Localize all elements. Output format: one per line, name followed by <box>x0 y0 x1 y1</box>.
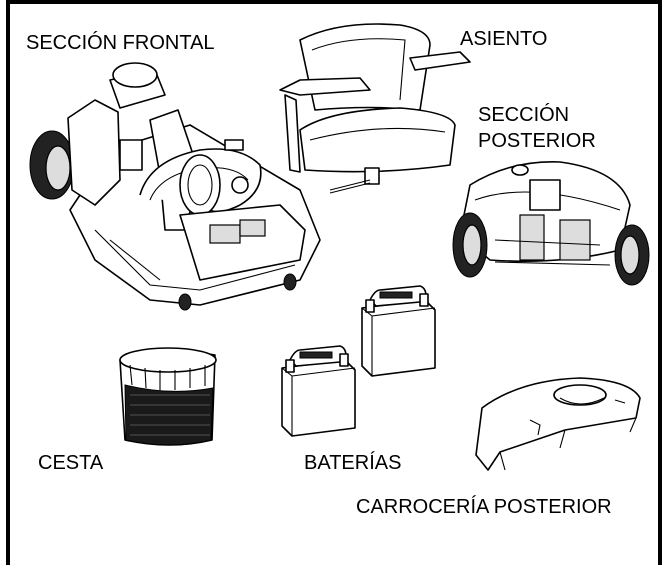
front-section-illustration <box>29 62 321 311</box>
label-rear-shroud: CARROCERÍA POSTERIOR <box>356 496 612 518</box>
label-rear-section-line2: POSTERIOR <box>478 130 596 152</box>
battery-right-illustration <box>361 285 436 377</box>
seat-illustration <box>279 23 471 194</box>
rear-shroud-illustration <box>475 377 641 471</box>
basket-illustration <box>119 347 217 446</box>
label-batteries: BATERÍAS <box>304 452 402 474</box>
battery-left-illustration <box>281 345 356 437</box>
rear-section-illustration <box>452 161 650 286</box>
label-seat: ASIENTO <box>460 28 548 50</box>
label-front-section: SECCIÓN FRONTAL <box>26 32 215 54</box>
label-basket: CESTA <box>38 452 104 474</box>
label-rear-section-line1: SECCIÓN <box>478 104 570 126</box>
diagram-frame <box>6 0 662 565</box>
